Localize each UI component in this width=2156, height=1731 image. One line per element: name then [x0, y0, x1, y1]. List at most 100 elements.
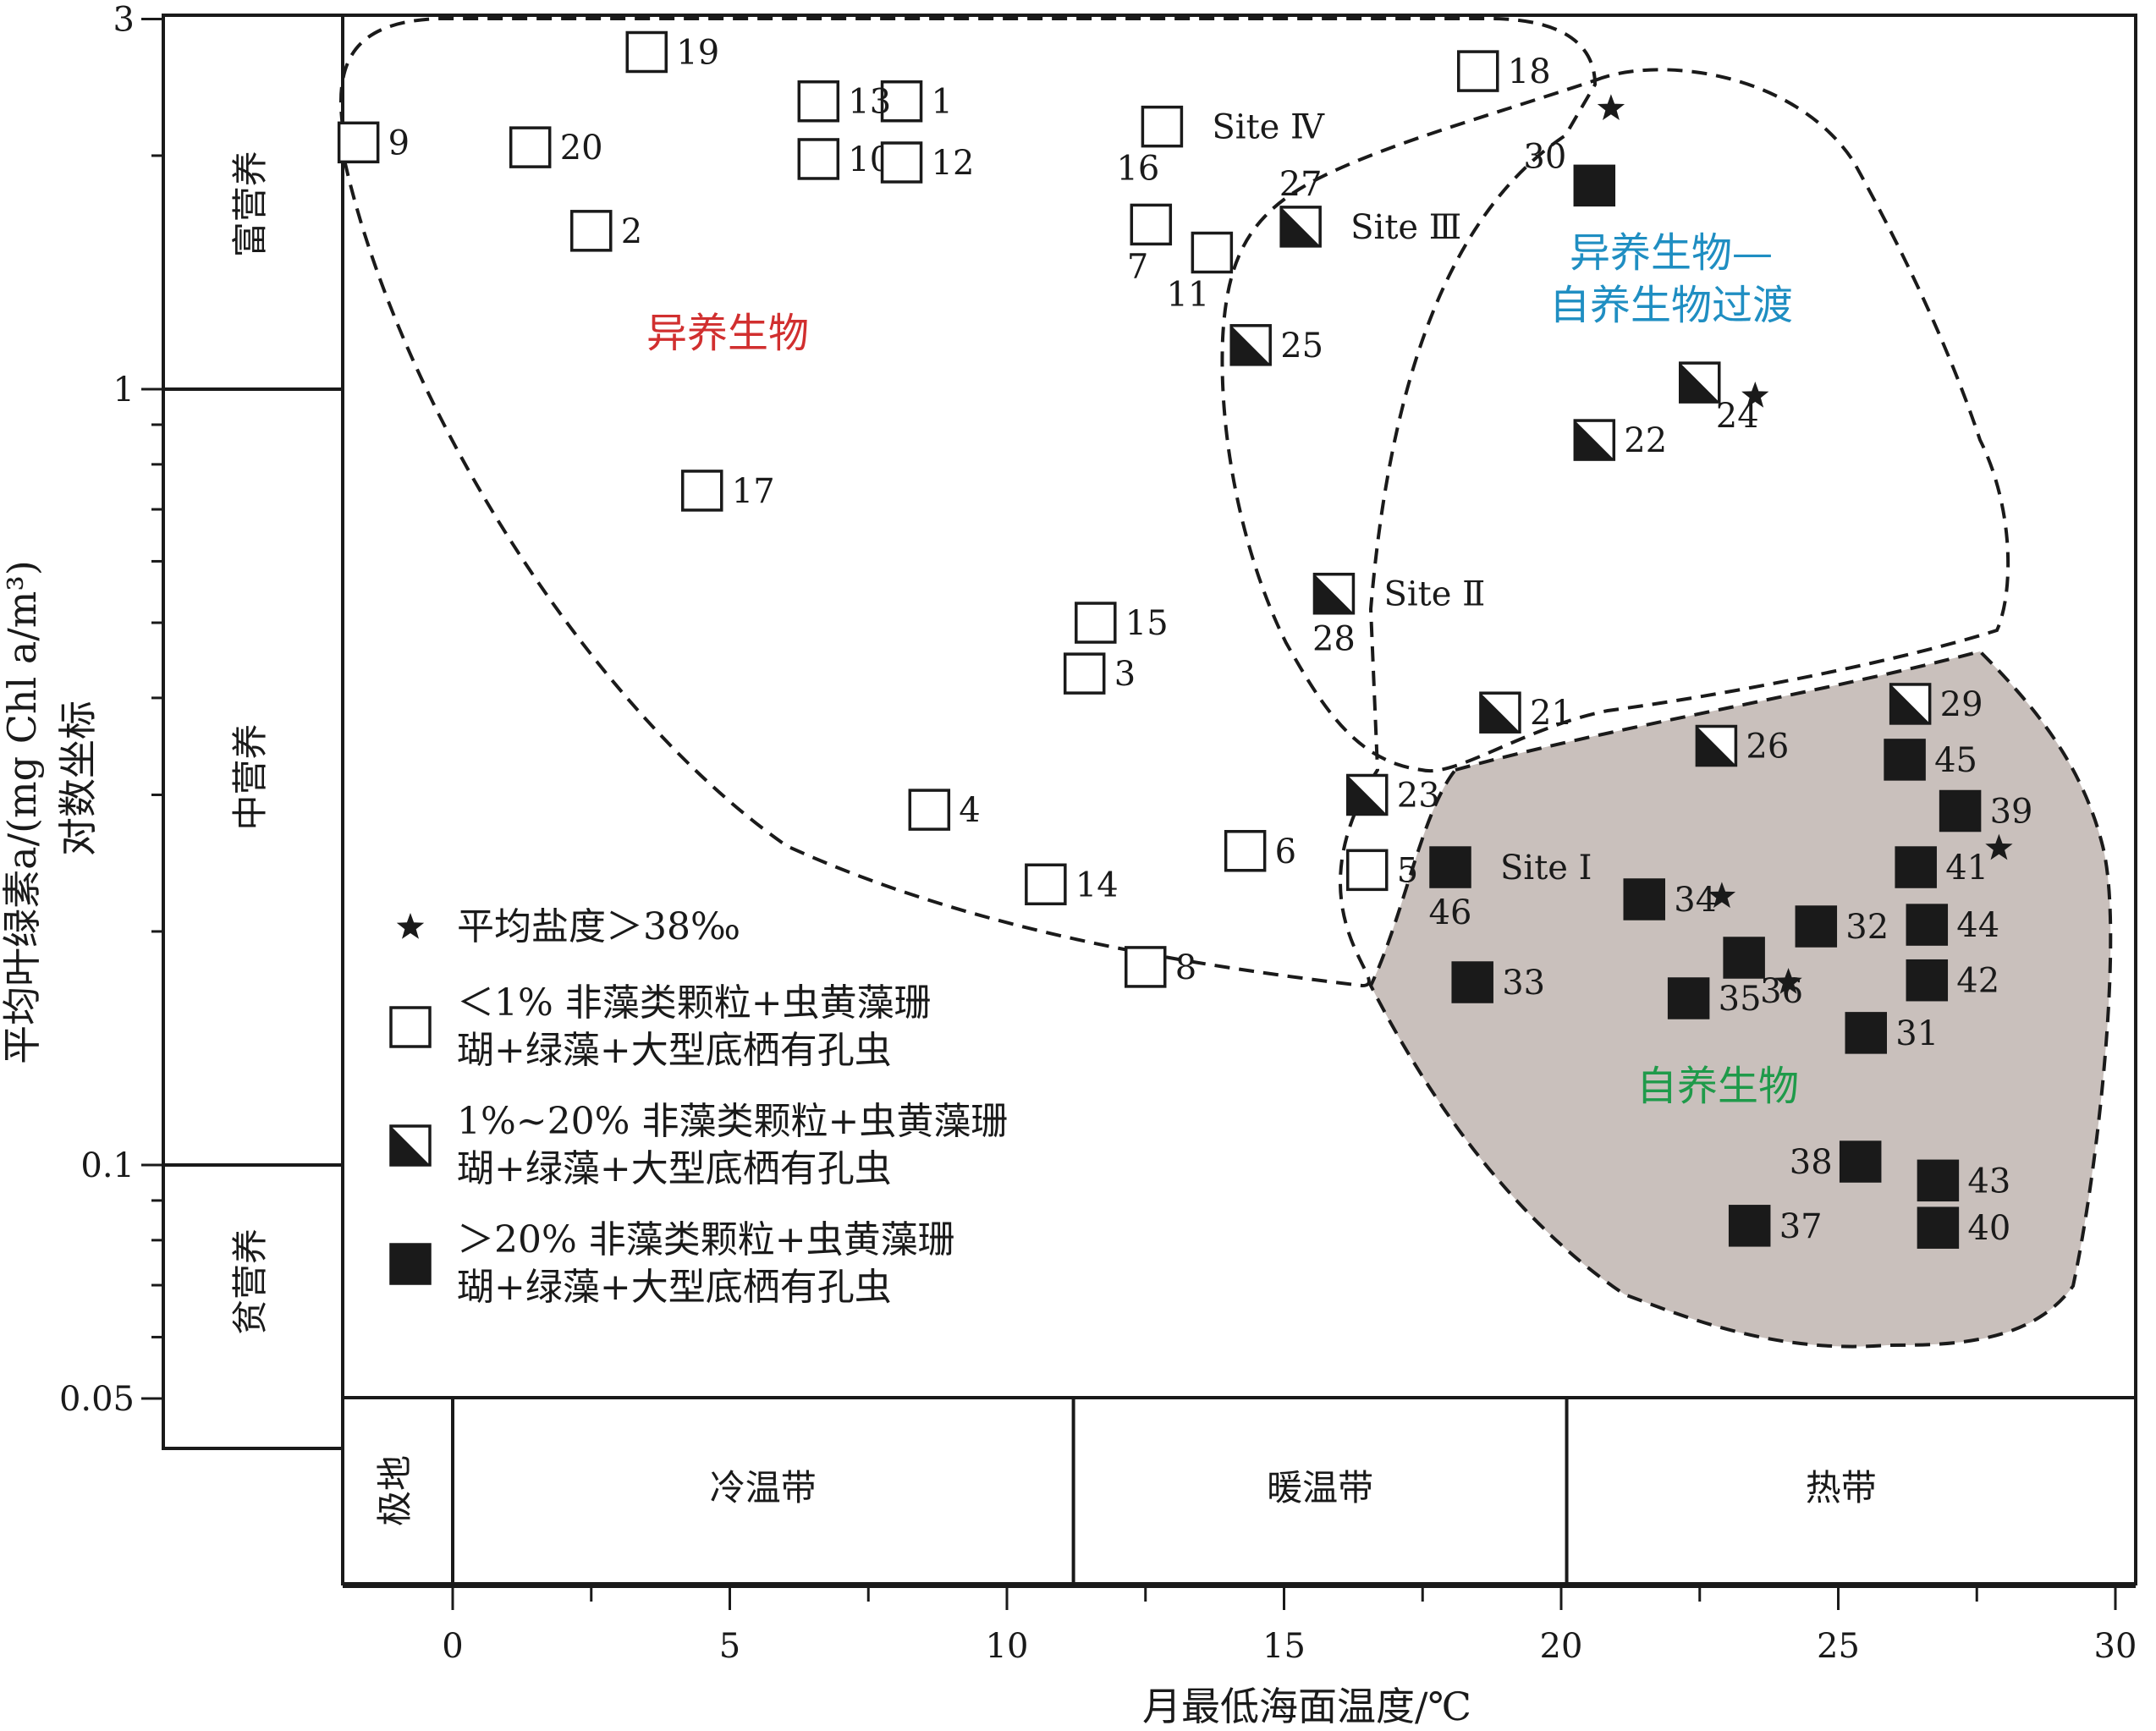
site-number-label: 34 — [1674, 881, 1717, 920]
site-marker — [1895, 846, 1937, 888]
site-number-label: 42 — [1956, 962, 1999, 1001]
heterotroph-region-boundary — [338, 17, 1598, 988]
site-marker — [625, 30, 668, 74]
site-marker — [908, 789, 951, 831]
site-number-label: 11 — [1166, 276, 1209, 315]
site-marker — [1141, 105, 1184, 148]
site-number-label: 29 — [1940, 685, 1983, 724]
site-number-label: 14 — [1075, 866, 1119, 904]
y-axis-subtitle: 对数坐标 — [55, 701, 101, 856]
site-number-label: 17 — [732, 472, 775, 511]
site-number-label: 6 — [1275, 833, 1296, 871]
site-marker — [1845, 1012, 1887, 1054]
site-name-label: Site Ⅲ — [1350, 208, 1461, 247]
site-marker — [1573, 419, 1616, 461]
region-label: 异养生物— — [1570, 229, 1773, 277]
trophic-zone-label: 贫营养 — [229, 1228, 271, 1335]
site-marker — [1884, 739, 1926, 781]
site-number-label: 41 — [1945, 849, 1988, 887]
site-marker — [509, 126, 552, 168]
site-marker — [880, 141, 923, 184]
site-marker — [1906, 959, 1949, 1002]
site-marker — [797, 138, 840, 180]
site-marker — [1723, 937, 1765, 979]
trophic-zone-label: 中营养 — [229, 723, 271, 830]
site-number-label: 39 — [1990, 793, 2033, 832]
legend-marker — [389, 1243, 432, 1285]
site-number-label: 40 — [1967, 1209, 2010, 1248]
legend-marker — [396, 913, 425, 939]
site-number-label: 44 — [1956, 906, 1999, 945]
legend-label: 1%~20% 非藻类颗粒+虫黄藻珊 — [457, 1100, 1008, 1143]
site-number-label: 28 — [1312, 620, 1356, 659]
climate-zone-label: 极地 — [374, 1455, 415, 1526]
site-marker — [1224, 830, 1267, 872]
site-number-label: 33 — [1502, 964, 1545, 1003]
site-number-label: 35 — [1719, 980, 1762, 1019]
legend-label: ＞20% 非藻类颗粒+虫黄藻珊 — [457, 1218, 955, 1261]
y-tick-label: 0.1 — [80, 1146, 135, 1185]
transition-region-boundary — [1220, 68, 2010, 773]
site-number-label: 8 — [1175, 948, 1196, 987]
climate-zone-label: 热带 — [1806, 1467, 1877, 1508]
site-number-label: 18 — [1508, 52, 1551, 91]
site-marker — [681, 470, 723, 512]
site-marker — [1346, 849, 1389, 892]
site-marker — [1679, 361, 1721, 404]
x-tick-label: 10 — [986, 1627, 1029, 1666]
site-marker — [1063, 652, 1106, 695]
salinity-star-marker — [1774, 968, 1802, 994]
site-number-label: 1 — [932, 83, 953, 122]
site-marker — [797, 80, 840, 123]
site-marker — [1795, 905, 1838, 948]
site-marker — [1728, 1205, 1771, 1247]
site-number-label: 4 — [959, 791, 980, 830]
climate-zone-label: 冷温带 — [710, 1467, 817, 1508]
site-name-label: Site Ⅳ — [1212, 108, 1325, 147]
site-marker — [1917, 1206, 1960, 1249]
site-number-label: 5 — [1397, 851, 1418, 890]
site-number-label: 26 — [1746, 728, 1789, 767]
site-marker — [1130, 203, 1173, 246]
y-tick-label: 1 — [113, 371, 135, 409]
site-marker — [1429, 846, 1471, 888]
site-marker — [1125, 946, 1167, 988]
legend-marker — [389, 1124, 432, 1167]
site-marker — [570, 210, 613, 252]
site-number-label: 13 — [848, 83, 891, 122]
site-marker — [1939, 789, 1982, 833]
legend-label: 瑚+绿藻+大型底栖有孔虫 — [457, 1029, 892, 1072]
x-tick-label: 25 — [1817, 1627, 1860, 1666]
site-marker — [1623, 878, 1665, 920]
site-number-label: 15 — [1125, 604, 1169, 643]
site-marker — [337, 121, 380, 164]
climate-band-frame — [341, 1396, 2137, 1585]
site-marker — [1075, 602, 1117, 644]
site-number-label: 27 — [1279, 165, 1323, 204]
site-number-label: 12 — [932, 144, 975, 183]
region-label: 自养生物过渡 — [1549, 282, 1793, 329]
site-number-label: 25 — [1280, 327, 1323, 365]
x-tick-label: 0 — [442, 1627, 463, 1666]
site-marker — [1312, 572, 1356, 615]
legend-marker — [389, 1006, 432, 1048]
site-marker — [1906, 904, 1949, 946]
site-number-label: 22 — [1624, 421, 1667, 460]
x-axis-title: 月最低海面温度/℃ — [1142, 1684, 1471, 1729]
site-number-label: 45 — [1934, 741, 1977, 780]
site-number-label: 32 — [1845, 908, 1889, 947]
salinity-star-marker — [1985, 833, 2013, 860]
site-number-label: 21 — [1530, 694, 1573, 733]
site-marker — [1667, 977, 1710, 1019]
site-marker — [1889, 683, 1932, 725]
region-label: 自养生物 — [1636, 1063, 1799, 1110]
salinity-star-marker — [1741, 382, 1769, 408]
x-tick-label: 5 — [719, 1627, 740, 1666]
site-number-label: 16 — [1116, 150, 1159, 189]
site-number-label: 7 — [1127, 247, 1148, 286]
site-number-label: 31 — [1895, 1014, 1939, 1053]
site-name-label: Site Ⅱ — [1383, 575, 1485, 614]
site-number-label: 23 — [1397, 776, 1440, 815]
